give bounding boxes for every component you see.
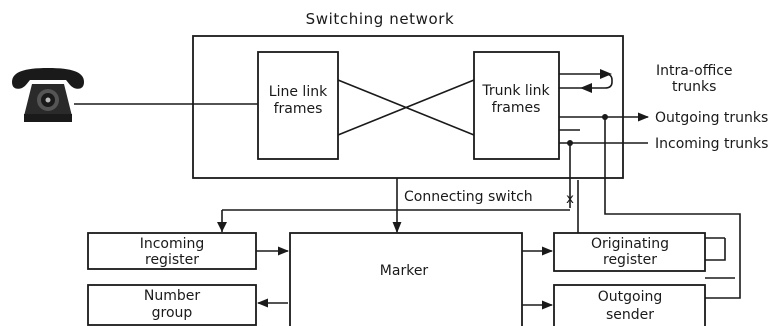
diagram-title: Switching network xyxy=(306,10,455,28)
originating-register-box xyxy=(553,232,706,272)
incoming-trunks-label: Incoming trunks xyxy=(655,136,768,152)
trunk-link-label-2: frames xyxy=(492,100,541,116)
incoming-register-label-2: register xyxy=(145,252,199,268)
cross-line-2 xyxy=(337,79,475,136)
switch-mark: x xyxy=(566,191,574,207)
intra-office-label-1: Intra-office xyxy=(656,63,733,79)
number-group-box xyxy=(87,284,257,326)
orig-register-label-2: register xyxy=(603,252,657,268)
connecting-switch-label: Connecting switch xyxy=(404,189,533,205)
marker-box xyxy=(289,232,523,326)
line-link-frames-box xyxy=(257,51,339,160)
outgoing-trunks-label: Outgoing trunks xyxy=(655,110,768,126)
line-link-label-1: Line link xyxy=(269,84,328,100)
outgoing-sender-label-2: sender xyxy=(606,307,654,323)
telephone-icon xyxy=(12,68,84,122)
incoming-reg-arrow xyxy=(217,222,227,232)
number-group-label-1: Number xyxy=(144,288,200,304)
intra-arrow-right xyxy=(600,69,612,79)
trunk-link-frames-box xyxy=(473,51,560,160)
outgoing-sender-label-1: Outgoing xyxy=(598,289,662,305)
outgoing-sender-feed xyxy=(604,117,741,299)
orig-register-label-1: Originating xyxy=(591,236,669,252)
intra-office-label-2: trunks xyxy=(672,79,716,95)
outgoing-sender-box xyxy=(553,284,706,326)
incoming-register-label-1: Incoming xyxy=(140,236,205,252)
line-link-label-2: frames xyxy=(274,101,323,117)
intra-arrow-left xyxy=(580,83,592,93)
incoming-register-box xyxy=(87,232,257,270)
marker-label: Marker xyxy=(380,263,429,279)
trunk-link-label-1: Trunk link xyxy=(481,83,550,99)
number-group-label-2: group xyxy=(152,305,193,321)
